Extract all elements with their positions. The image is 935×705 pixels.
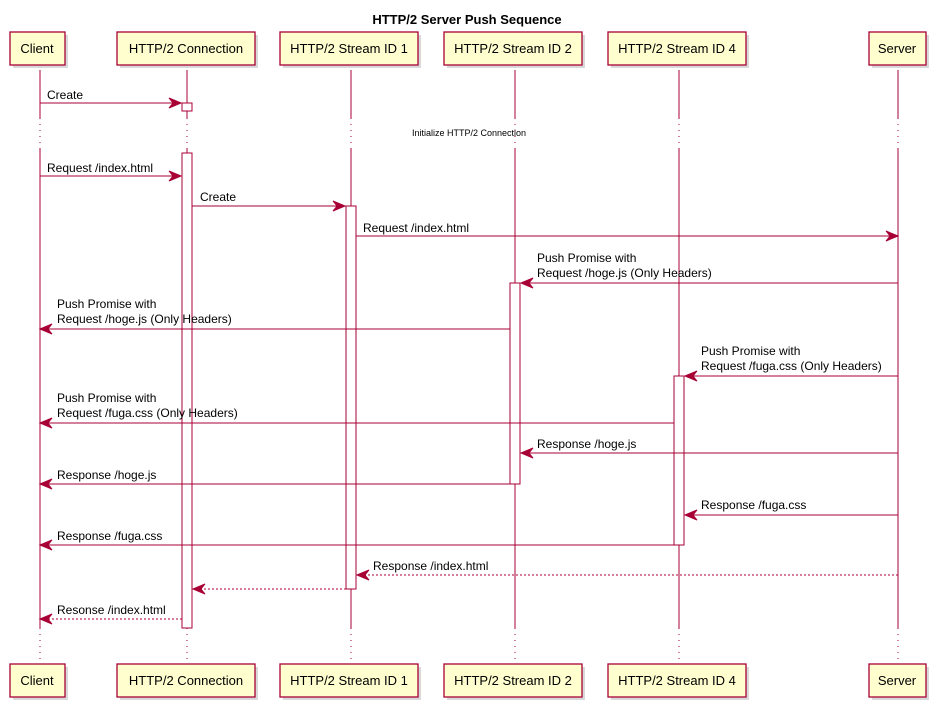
arrow-right-icon bbox=[332, 200, 347, 212]
arrow-right-icon bbox=[168, 97, 183, 109]
arrow-left-icon bbox=[355, 569, 370, 581]
arrow-right-icon bbox=[885, 230, 900, 242]
svg-text:HTTP/2 Connection: HTTP/2 Connection bbox=[129, 673, 243, 688]
svg-text:Request /index.html: Request /index.html bbox=[47, 161, 153, 175]
svg-text:Create: Create bbox=[200, 190, 236, 204]
activation-stream1 bbox=[345, 205, 357, 590]
svg-text:Server: Server bbox=[878, 673, 917, 688]
diagram-title: HTTP/2 Server Push Sequence bbox=[372, 12, 561, 27]
svg-text:Request /hoge.js (Only Headers: Request /hoge.js (Only Headers) bbox=[57, 312, 232, 326]
participant-stream1: HTTP/2 Stream ID 1 bbox=[279, 663, 421, 700]
svg-text:Resonse /index.html: Resonse /index.html bbox=[57, 603, 166, 617]
message-push-promise-fuga-client: Push Promise with Request /fuga.css (Onl… bbox=[38, 391, 674, 429]
svg-text:HTTP/2 Connection: HTTP/2 Connection bbox=[129, 41, 243, 56]
participant-stream1: HTTP/2 Stream ID 1 bbox=[279, 31, 421, 68]
message-response-hoge-server: Response /hoge.js bbox=[519, 437, 898, 459]
participants-bottom: Client HTTP/2 Connection HTTP/2 Stream I… bbox=[9, 663, 929, 700]
svg-text:Client: Client bbox=[20, 41, 54, 56]
svg-text:HTTP/2 Stream ID 1: HTTP/2 Stream ID 1 bbox=[290, 41, 408, 56]
svg-text:Request /hoge.js (Only Headers: Request /hoge.js (Only Headers) bbox=[537, 266, 712, 280]
message-create-connection: Create bbox=[40, 88, 183, 109]
svg-text:Create: Create bbox=[47, 88, 83, 102]
message-response-fuga-server: Response /fuga.css bbox=[683, 498, 898, 521]
svg-text:HTTP/2 Stream ID 4: HTTP/2 Stream ID 4 bbox=[618, 41, 736, 56]
arrow-left-icon bbox=[683, 509, 698, 521]
arrow-left-icon bbox=[191, 583, 206, 595]
svg-text:Request /fuga.css (Only Header: Request /fuga.css (Only Headers) bbox=[57, 406, 238, 420]
participant-connection: HTTP/2 Connection bbox=[116, 663, 258, 700]
activation-stream4 bbox=[673, 375, 685, 546]
participants-top: Client HTTP/2 Connection HTTP/2 Stream I… bbox=[9, 31, 929, 68]
svg-text:Response /hoge.js: Response /hoge.js bbox=[537, 437, 636, 451]
svg-text:HTTP/2 Stream ID 2: HTTP/2 Stream ID 2 bbox=[454, 41, 572, 56]
participant-connection: HTTP/2 Connection bbox=[116, 31, 258, 68]
svg-text:HTTP/2 Stream ID 4: HTTP/2 Stream ID 4 bbox=[618, 673, 736, 688]
message-push-promise-hoge-server: Push Promise with Request /hoge.js (Only… bbox=[519, 251, 898, 289]
message-response-index-client: Resonse /index.html bbox=[38, 603, 182, 625]
participant-server: Server bbox=[868, 31, 929, 68]
svg-text:Request /index.html: Request /index.html bbox=[363, 221, 469, 235]
arrow-left-icon bbox=[683, 370, 698, 382]
participant-stream2: HTTP/2 Stream ID 2 bbox=[443, 663, 585, 700]
activation-bars bbox=[181, 102, 685, 629]
message-create-stream1: Create bbox=[192, 190, 347, 212]
svg-text:Response /index.html: Response /index.html bbox=[373, 559, 488, 573]
participant-stream4: HTTP/2 Stream ID 4 bbox=[607, 663, 749, 700]
svg-text:Request /fuga.css (Only Header: Request /fuga.css (Only Headers) bbox=[701, 359, 882, 373]
svg-text:HTTP/2 Stream ID 1: HTTP/2 Stream ID 1 bbox=[290, 673, 408, 688]
participant-client: Client bbox=[9, 663, 68, 700]
svg-text:Client: Client bbox=[20, 673, 54, 688]
message-push-promise-fuga-server: Push Promise with Request /fuga.css (Onl… bbox=[683, 344, 898, 382]
svg-text:Push Promise with: Push Promise with bbox=[537, 251, 636, 265]
participant-stream4: HTTP/2 Stream ID 4 bbox=[607, 31, 749, 68]
participant-client: Client bbox=[9, 31, 68, 68]
activation-connection bbox=[181, 152, 193, 629]
arrow-left-icon bbox=[38, 323, 53, 335]
participant-server: Server bbox=[868, 663, 929, 700]
message-response-hoge-client: Response /hoge.js bbox=[38, 468, 510, 490]
message-push-promise-hoge-client: Push Promise with Request /hoge.js (Only… bbox=[38, 297, 510, 335]
activation-connection-create bbox=[181, 102, 193, 112]
arrow-left-icon bbox=[519, 447, 534, 459]
svg-text:Push Promise with: Push Promise with bbox=[701, 344, 800, 358]
messages: Create Request /index.html Create Reques… bbox=[38, 88, 900, 625]
svg-text:Response /fuga.css: Response /fuga.css bbox=[701, 498, 806, 512]
message-return-stream1 bbox=[191, 583, 346, 595]
participant-stream2: HTTP/2 Stream ID 2 bbox=[443, 31, 585, 68]
svg-text:Push Promise with: Push Promise with bbox=[57, 391, 156, 405]
arrow-left-icon bbox=[38, 478, 53, 490]
arrow-left-icon bbox=[38, 613, 53, 625]
arrow-left-icon bbox=[519, 277, 534, 289]
arrow-right-icon bbox=[168, 170, 183, 182]
svg-text:Push Promise with: Push Promise with bbox=[57, 297, 156, 311]
activation-stream2 bbox=[509, 282, 521, 485]
svg-text:Server: Server bbox=[878, 41, 917, 56]
message-response-index-server: Response /index.html bbox=[355, 559, 898, 581]
message-request-index-server: Request /index.html bbox=[356, 221, 900, 242]
svg-text:Response /fuga.css: Response /fuga.css bbox=[57, 529, 162, 543]
svg-text:HTTP/2 Stream ID 2: HTTP/2 Stream ID 2 bbox=[454, 673, 572, 688]
arrow-left-icon bbox=[38, 417, 53, 429]
message-response-fuga-client: Response /fuga.css bbox=[38, 529, 674, 551]
divider-label: Initialize HTTP/2 Connection bbox=[412, 128, 526, 138]
svg-text:Response /hoge.js: Response /hoge.js bbox=[57, 468, 156, 482]
message-request-index-client: Request /index.html bbox=[40, 161, 183, 182]
arrow-left-icon bbox=[38, 539, 53, 551]
